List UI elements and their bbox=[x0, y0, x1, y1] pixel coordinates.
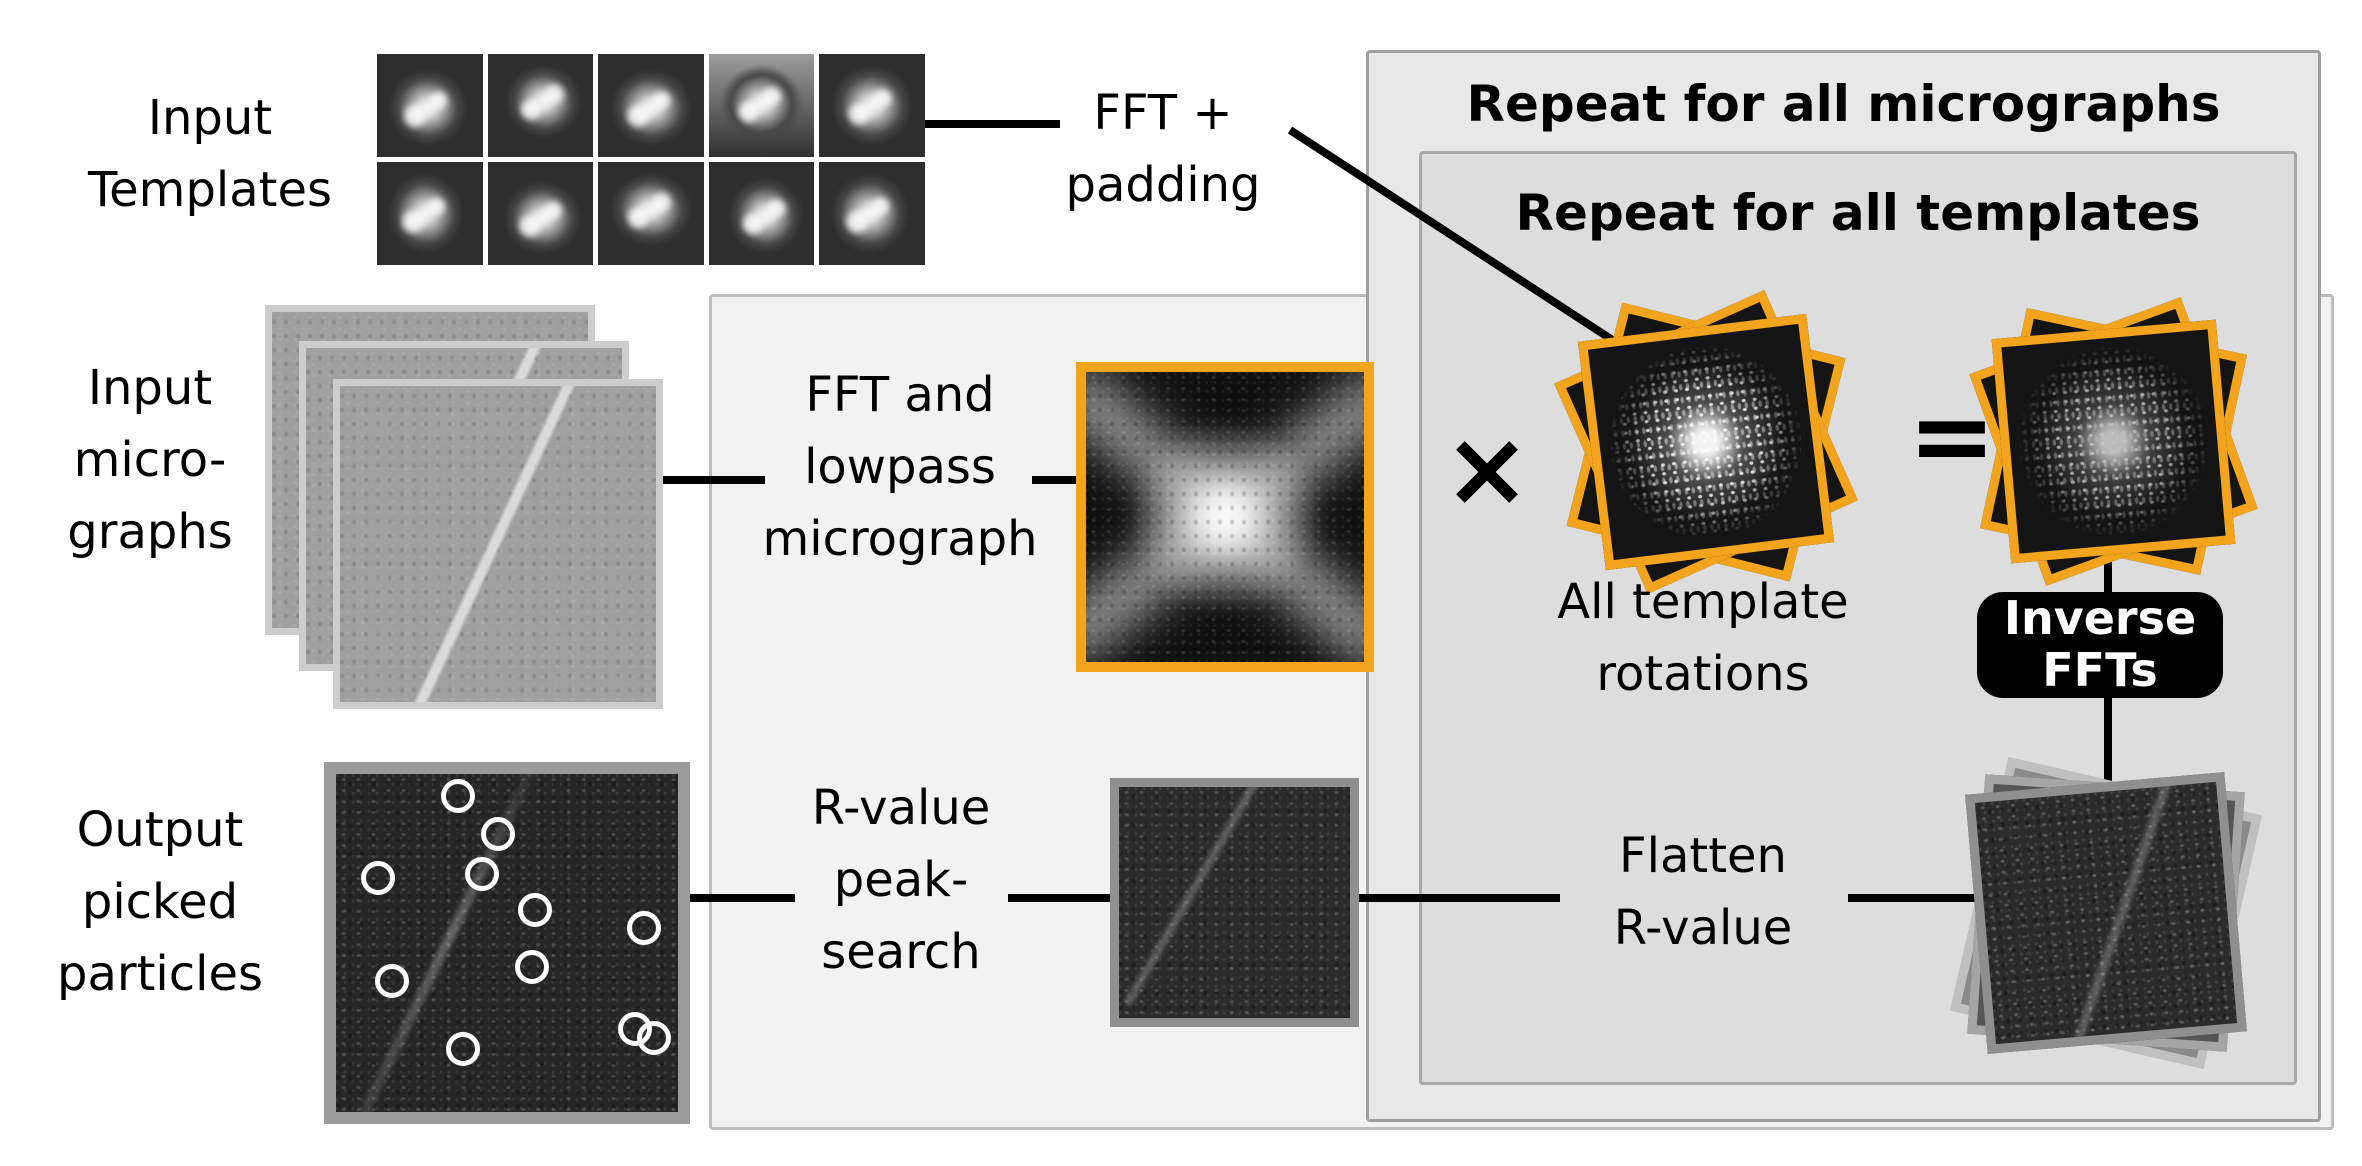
flatten-rvalue-label: Flatten R-value bbox=[1613, 828, 1793, 956]
repeat-micrographs-title: Repeat for all micrographs bbox=[1466, 75, 2221, 133]
output-picked-particles-label: Output picked particles bbox=[56, 802, 264, 1002]
picked-particle-circle bbox=[361, 861, 395, 895]
template-cell-image bbox=[819, 162, 925, 265]
multiply-symbol: × bbox=[1443, 408, 1531, 530]
template-grid bbox=[377, 54, 925, 265]
template-cell-image bbox=[598, 54, 704, 157]
input-templates-label: Input Templates bbox=[87, 90, 333, 218]
picked-particle-circle bbox=[375, 964, 409, 998]
picked-particle-circle bbox=[441, 779, 475, 813]
template-rotations-stack bbox=[1554, 290, 1858, 594]
product-fft-image bbox=[1991, 319, 2236, 564]
fft-padding-label: FFT + padding bbox=[1065, 85, 1261, 213]
input-micrographs-stack bbox=[265, 305, 667, 711]
rvalue-image bbox=[1965, 772, 2247, 1054]
picked-particle-circle bbox=[446, 1032, 480, 1066]
template-cell-image bbox=[819, 54, 925, 157]
repeat-templates-title: Repeat for all templates bbox=[1515, 184, 2201, 242]
input-micrographs-label: Input micro- graphs bbox=[67, 360, 233, 560]
template-cell-image bbox=[487, 54, 594, 157]
rvalue-stack bbox=[1950, 757, 2262, 1069]
picked-particles-image bbox=[324, 762, 690, 1124]
template-cell-image bbox=[708, 54, 815, 157]
fft-lowpass-label: FFT and lowpass micrograph bbox=[762, 367, 1038, 567]
picked-particle-circle bbox=[637, 1021, 671, 1055]
rvalue-map-image bbox=[1110, 778, 1359, 1027]
picked-particle-circle bbox=[515, 950, 549, 984]
picked-particle-circle bbox=[627, 911, 661, 945]
fft-core-glow bbox=[1119, 406, 1331, 628]
template-fft-image bbox=[1577, 313, 1835, 571]
film-edge bbox=[340, 386, 656, 702]
template-cell-image bbox=[377, 162, 483, 265]
picked-particle-circle bbox=[481, 817, 515, 851]
product-fft-stack bbox=[1969, 297, 2258, 586]
template-cell-image bbox=[377, 54, 483, 157]
inverse-ffts-pill: Inverse FFTs bbox=[1977, 592, 2223, 698]
all-template-rotations-label: All template rotations bbox=[1557, 574, 1849, 702]
picked-particle-circle bbox=[518, 893, 552, 927]
picked-particle-circle bbox=[465, 857, 499, 891]
template-cell-image bbox=[598, 162, 704, 265]
micrograph-image bbox=[333, 379, 663, 709]
template-cell-image bbox=[708, 162, 815, 265]
template-cell-image bbox=[487, 162, 594, 265]
rvalue-peaksearch-label: R-value peak- search bbox=[811, 780, 991, 980]
fft-micrograph-image bbox=[1076, 362, 1374, 672]
